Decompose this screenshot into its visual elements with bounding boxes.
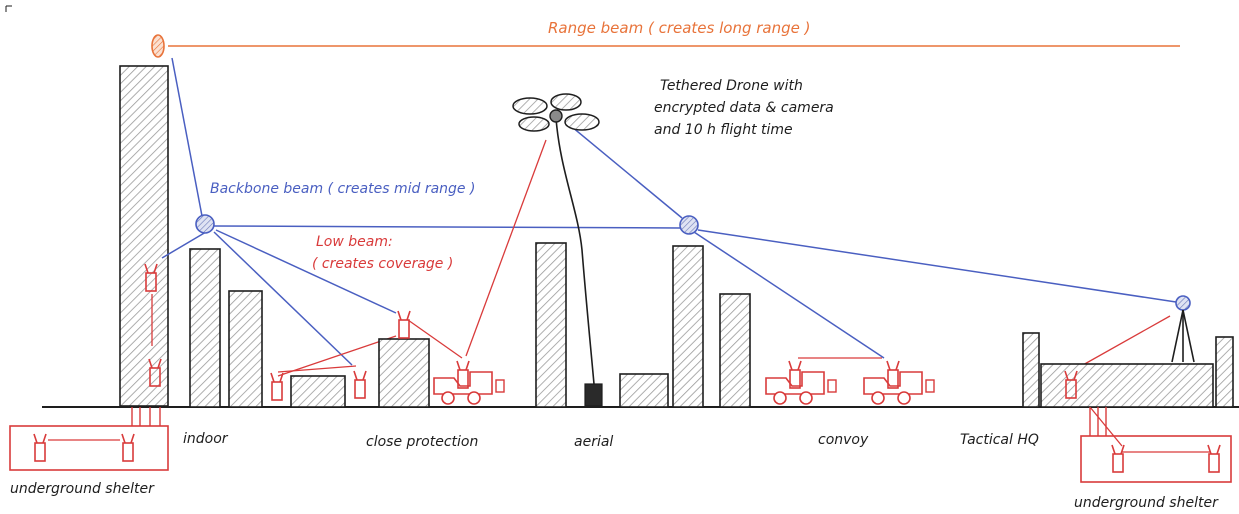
zone-shelter-left: underground shelter [10,481,155,497]
zone-aerial: aerial [574,434,613,450]
range-beam-label: Range beam ( creates long range ) [548,19,811,37]
underground-shelters [9,407,1232,483]
backbone-node-hq [1175,295,1191,311]
hq-mast [1171,309,1195,363]
backbone-beams [161,57,1177,366]
tall-tower [119,65,169,407]
drone-label-line2: encrypted data & camera [654,100,834,116]
drone-label-line3: and 10 h flight time [654,122,793,138]
backbone-node-left [195,214,215,234]
backbone-beam-label: Backbone beam ( creates mid range ) [210,181,475,197]
zone-tactical-hq: Tactical HQ [960,432,1039,448]
zone-convoy: convoy [818,432,869,448]
corner-mark [5,5,12,12]
zone-close-protection: close protection [366,434,478,450]
drone-label-line1: Tethered Drone with [660,78,803,94]
zone-shelter-right: underground shelter [1074,495,1219,511]
buildings [189,242,1234,408]
zone-indoor: indoor [183,431,229,447]
low-beams [48,139,1210,453]
backbone-node-middle [679,215,699,235]
range-antenna [151,34,165,58]
tethered-drone [512,93,603,407]
low-beam-sublabel: ( creates coverage ) [312,256,453,272]
low-beam-label: Low beam: [316,234,393,250]
